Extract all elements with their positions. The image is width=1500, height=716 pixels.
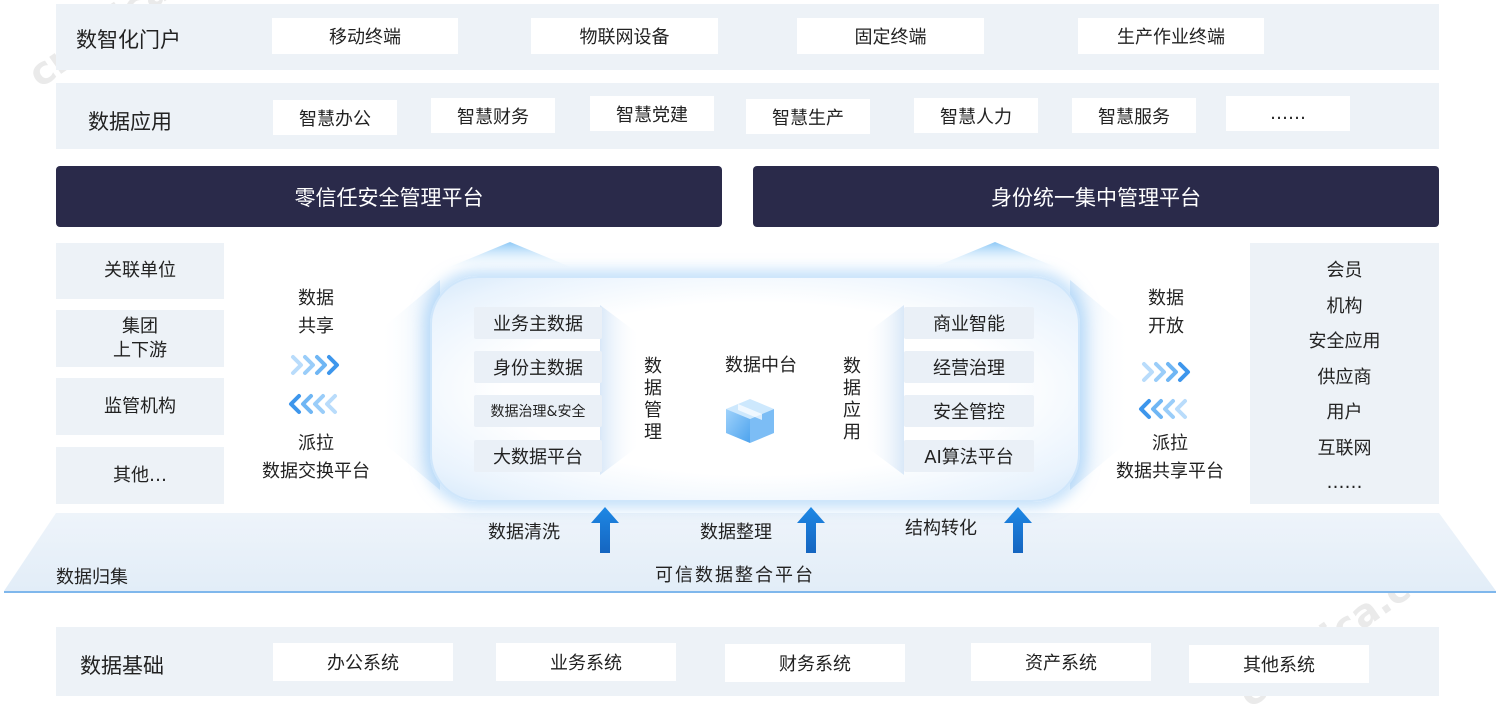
platform-left: 零信任安全管理平台 — [56, 166, 722, 227]
app-item: 智慧生产 — [746, 99, 870, 134]
right-unit: 机构 — [1326, 296, 1363, 317]
manage-item: 身份主数据 — [474, 351, 602, 383]
foundation-item: 资产系统 — [971, 643, 1151, 681]
foundation-item: 办公系统 — [273, 643, 453, 681]
right-unit: 会员 — [1326, 260, 1363, 281]
process-label: 数据整理 — [700, 522, 772, 543]
manage-label: 数据管理 — [644, 356, 662, 443]
portal-item: 物联网设备 — [531, 18, 718, 54]
app-item: 智慧人力 — [914, 98, 1038, 133]
left-unit: 关联单位 — [56, 243, 224, 299]
arrow-up-icon — [797, 507, 825, 553]
portal-item: 移动终端 — [272, 18, 458, 54]
apply-wedge — [864, 305, 904, 475]
manage-wedge — [600, 305, 640, 475]
integration-left-label: 数据归集 — [56, 567, 128, 588]
right-unit: 用户 — [1326, 402, 1363, 423]
arrow-up-icon — [1004, 507, 1032, 553]
apply-label: 数据应用 — [843, 356, 861, 443]
left-funnel — [380, 280, 440, 490]
left-unit: 监管机构 — [56, 378, 224, 435]
chevrons-left-icon — [1139, 399, 1187, 419]
left-flow-top-label: 数据 共享 — [298, 288, 334, 337]
right-unit: 互联网 — [1317, 438, 1372, 459]
portal-title: 数智化门户 — [76, 28, 181, 52]
chevrons-left-icon — [289, 394, 337, 414]
arrow-up-icon — [591, 507, 619, 553]
up-glow-right — [932, 242, 1058, 268]
apps-title: 数据应用 — [88, 110, 172, 134]
foundation-title: 数据基础 — [80, 654, 164, 678]
right-unit: 供应商 — [1317, 367, 1372, 388]
right-funnel — [1070, 280, 1130, 490]
left-unit: 集团 上下游 — [56, 310, 224, 367]
foundation-item: 财务系统 — [725, 644, 905, 682]
up-glow-left — [447, 242, 573, 268]
right-unit: 安全应用 — [1308, 331, 1381, 352]
app-item: …… — [1226, 96, 1350, 131]
right-units-panel — [1250, 243, 1439, 504]
chevrons-right-icon — [291, 355, 339, 375]
chevrons-right-icon — [1142, 362, 1190, 382]
apply-item: 安全管控 — [904, 395, 1034, 427]
cube-icon — [726, 399, 774, 443]
right-flow-bottom-label: 派拉 数据共享平台 — [1116, 433, 1224, 482]
left-unit: 其他… — [56, 447, 224, 504]
portal-item: 生产作业终端 — [1078, 18, 1264, 54]
apply-item: AI算法平台 — [904, 440, 1034, 472]
app-item: 智慧服务 — [1072, 98, 1196, 133]
foundation-item: 其他系统 — [1189, 645, 1369, 683]
right-flow-top-label: 数据 开放 — [1148, 288, 1184, 337]
app-item: 智慧党建 — [590, 96, 714, 131]
hub-title: 数据中台 — [725, 355, 797, 376]
app-item: 智慧财务 — [431, 98, 555, 133]
process-label: 数据清洗 — [488, 522, 560, 543]
app-item: 智慧办公 — [273, 100, 397, 135]
process-label: 结构转化 — [905, 518, 977, 539]
left-flow-bottom-label: 派拉 数据交换平台 — [262, 433, 370, 482]
right-unit: …… — [1326, 472, 1363, 493]
manage-item: 数据治理&安全 — [474, 395, 602, 427]
manage-item: 业务主数据 — [474, 307, 602, 339]
portal-item: 固定终端 — [797, 18, 984, 54]
foundation-item: 业务系统 — [496, 643, 676, 681]
integration-center-label: 可信数据整合平台 — [655, 565, 815, 586]
apply-item: 商业智能 — [904, 307, 1034, 339]
integration-band — [4, 513, 1496, 593]
platform-right: 身份统一集中管理平台 — [753, 166, 1439, 227]
apply-item: 经营治理 — [904, 351, 1034, 383]
manage-item: 大数据平台 — [474, 440, 602, 472]
